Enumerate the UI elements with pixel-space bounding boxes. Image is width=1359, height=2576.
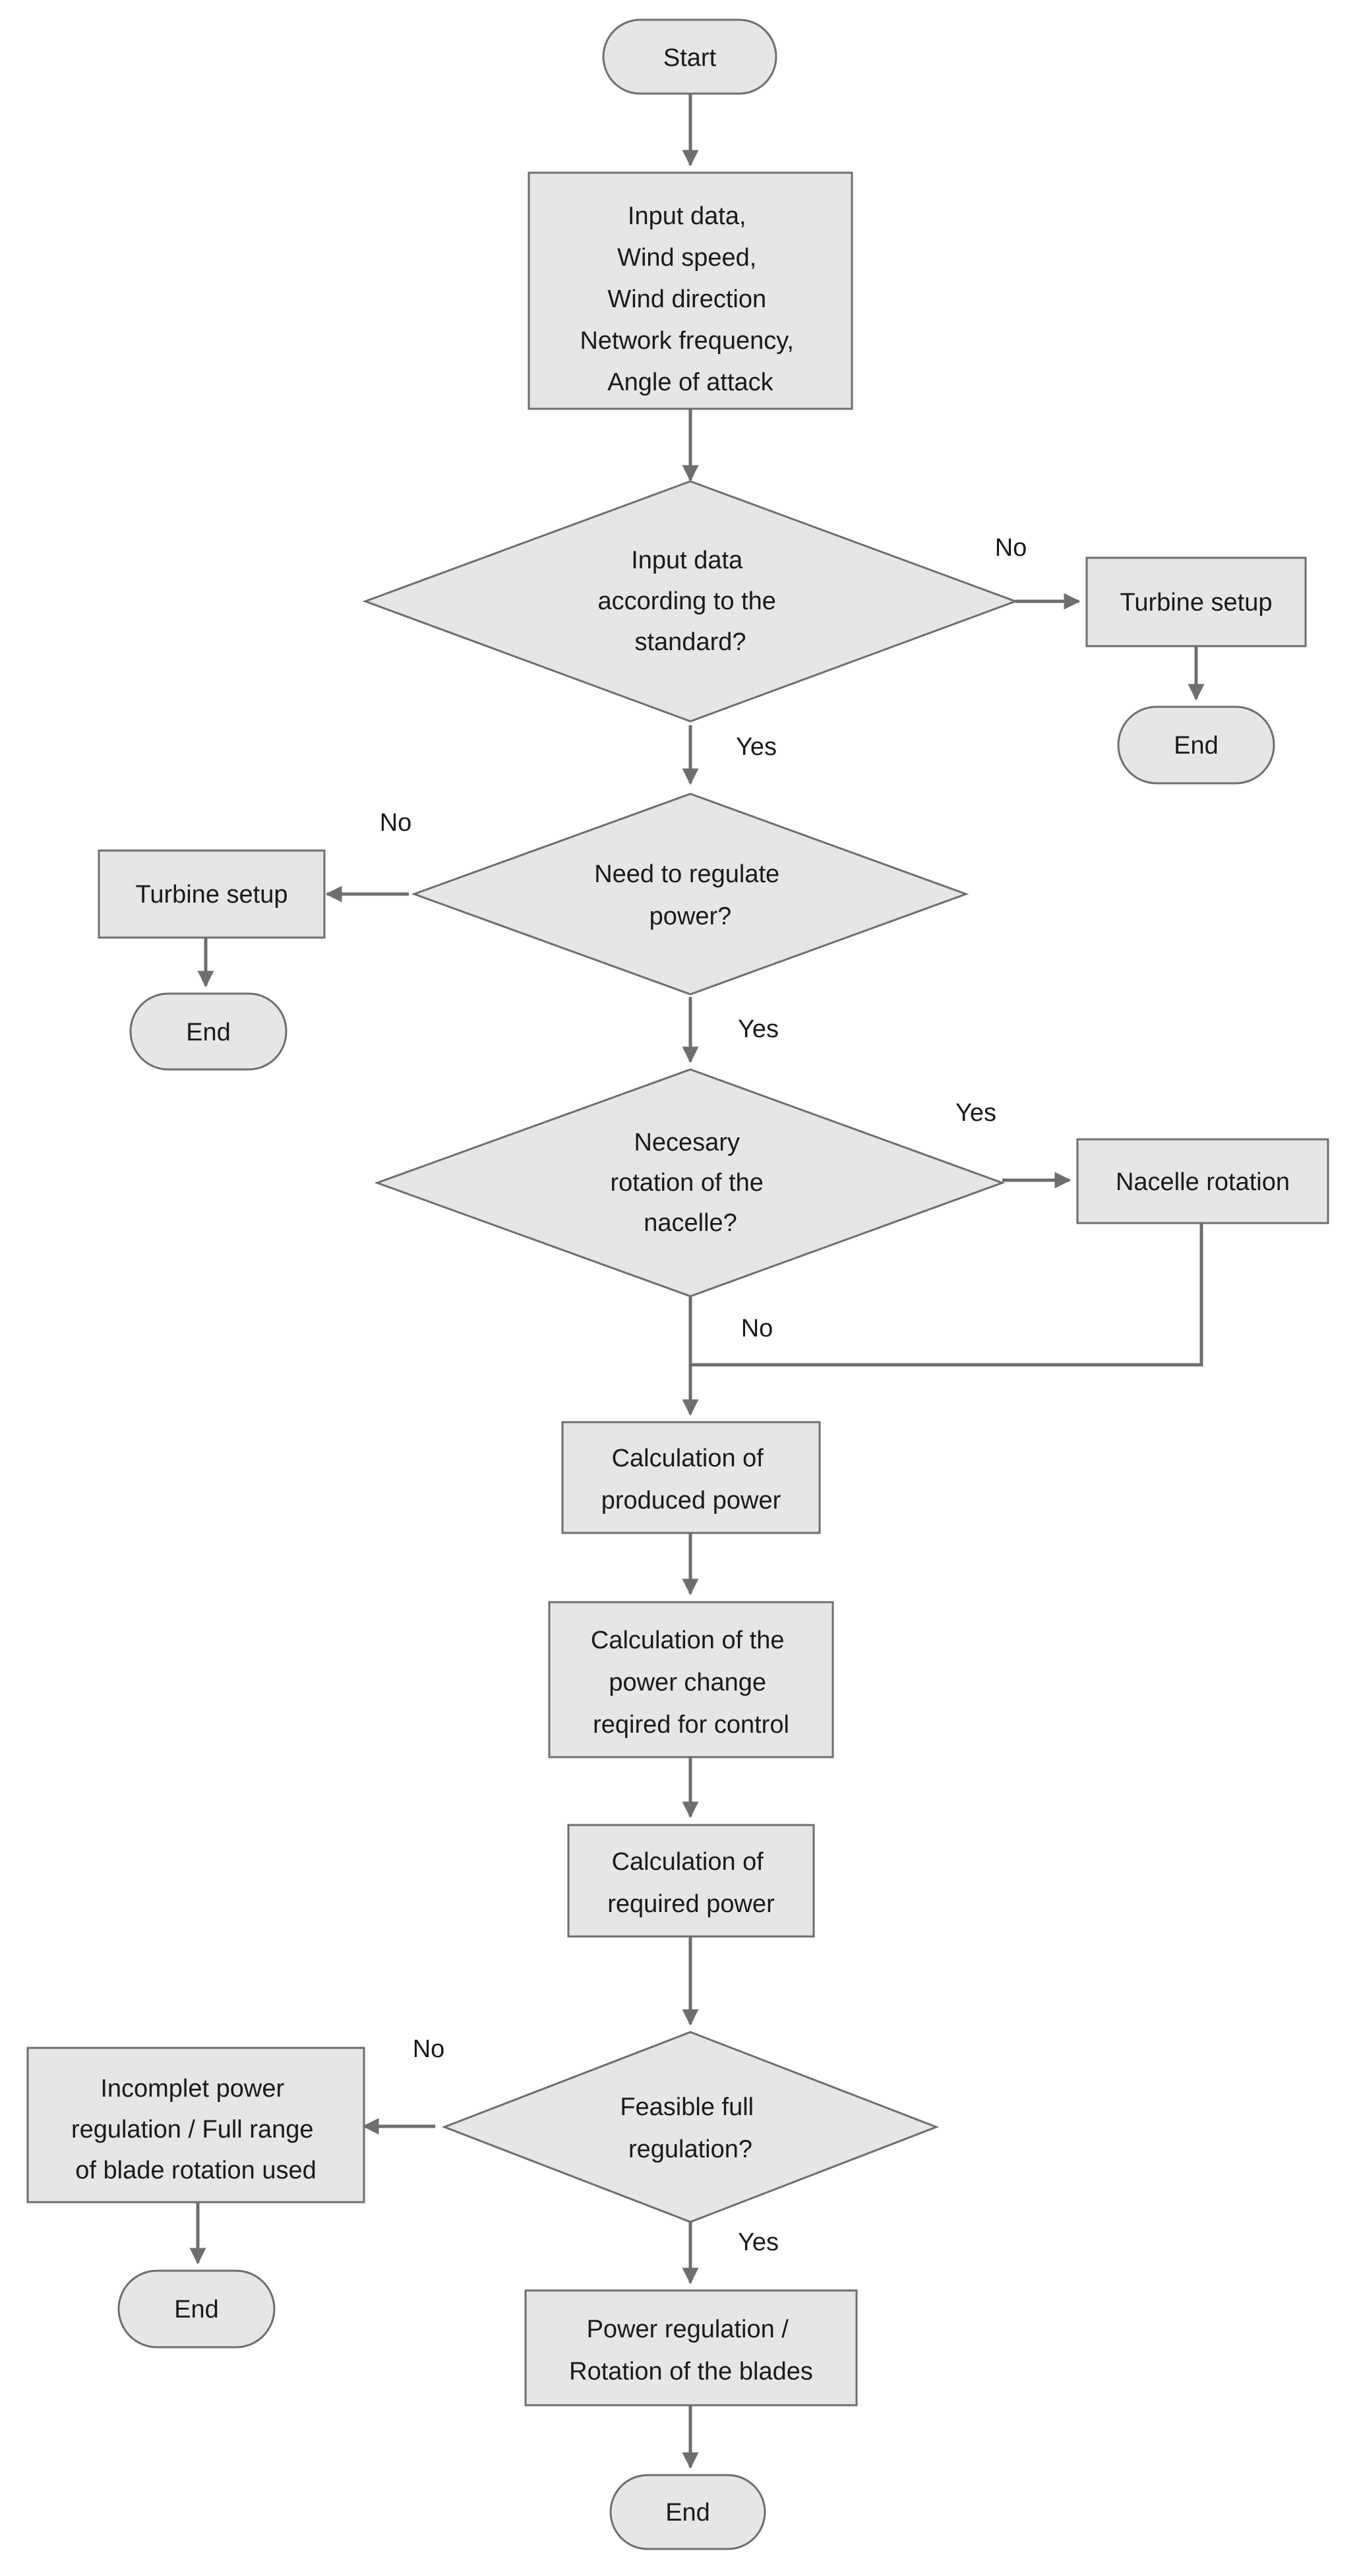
end-2-label-line: End <box>186 1019 231 1046</box>
label-nacelle-yes: Yes <box>955 1099 996 1127</box>
power-regulation-label-line: Rotation of the blades <box>569 2358 813 2385</box>
start-label: Start <box>663 44 717 72</box>
calc-produced-label-line: produced power <box>601 1487 781 1514</box>
input-data-label-line: Input data, <box>628 202 746 230</box>
incomplete-regulation-label-line: regulation / Full range <box>71 2116 314 2143</box>
check-standard-decision <box>362 480 1019 723</box>
calc-change-label-line: power change <box>609 1669 766 1696</box>
label-standard-yes: Yes <box>736 733 777 761</box>
nacelle-rotation-box <box>1076 1138 1329 1224</box>
nacelle-check-label: Necesary rotation of the nacelle? <box>611 1129 771 1237</box>
regulate-power-label: Need to regulate power? <box>594 860 787 930</box>
node-labels: Start Input data, Wind speed, Wind direc… <box>71 44 1290 2527</box>
calc-produced-box <box>561 1421 821 1534</box>
end-1-label-line: End <box>1174 732 1219 760</box>
regulate-power-label-line: power? <box>649 903 732 930</box>
arrow-nacelle-rotation-return <box>690 1223 1203 1367</box>
turbine-setup-1-label-line: Turbine setup <box>1120 589 1273 616</box>
end-4-label-line: End <box>665 2499 710 2527</box>
incomplete-regulation-label: Incomplet power regulation / Full range … <box>71 2075 320 2184</box>
turbine-setup-box-1 <box>1085 556 1307 647</box>
turbine-setup-2-label-line: Turbine setup <box>136 881 288 909</box>
edge-labels: No Yes No Yes Yes No No Yes <box>380 534 1027 2256</box>
calc-change-box <box>548 1601 834 1758</box>
end-terminal-2 <box>129 992 287 1071</box>
power-regulation-label-line: Power regulation / <box>587 2316 789 2343</box>
calc-change-label-line: reqired for control <box>593 1711 789 1739</box>
input-data-label-line: Network frequency, <box>580 327 794 355</box>
input-data-label-line: Angle of attack <box>607 369 773 396</box>
check-standard-label-line: according to the <box>598 587 776 615</box>
nacelle-check-decision <box>374 1068 1006 1298</box>
end-4-label: End <box>665 2499 710 2527</box>
regulate-power-decision <box>411 793 969 996</box>
incomplete-regulation-label-line: Incomplet power <box>100 2075 284 2103</box>
end-2-label: End <box>186 1019 231 1046</box>
feasible-label-line: Feasible full <box>620 2093 754 2121</box>
feasible-label: Feasible full regulation? <box>620 2093 760 2163</box>
feasible-label-line: regulation? <box>628 2136 752 2163</box>
calc-required-label: Calculation of required power <box>607 1848 775 1918</box>
end-terminal-4 <box>609 2474 766 2550</box>
label-regulate-no: No <box>380 809 412 837</box>
regulate-power-label-line: Need to regulate <box>594 860 779 888</box>
start-terminal <box>602 18 777 95</box>
nodes <box>26 18 1329 2550</box>
start-label-line: Start <box>663 44 717 72</box>
calc-required-label-line: Calculation of <box>612 1848 764 1876</box>
calc-produced-label-line: Calculation of <box>612 1445 764 1472</box>
label-feasible-yes: Yes <box>738 2229 779 2256</box>
input-data-label: Input data, Wind speed, Wind direction N… <box>580 202 800 396</box>
check-standard-label-line: Input data <box>631 547 743 574</box>
end-3-label-line: End <box>174 2296 219 2323</box>
power-regulation-label: Power regulation / Rotation of the blade… <box>569 2316 813 2385</box>
end-terminal-3 <box>117 2269 276 2349</box>
check-standard-label-line: standard? <box>634 628 746 656</box>
nacelle-rotation-label: Nacelle rotation <box>1116 1168 1290 1196</box>
label-nacelle-no: No <box>741 1315 773 1342</box>
input-data-label-line: Wind speed, <box>617 244 756 272</box>
label-standard-no: No <box>995 534 1027 562</box>
label-regulate-yes: Yes <box>738 1015 779 1043</box>
turbine-setup-2-label: Turbine setup <box>136 881 288 909</box>
connectors <box>189 94 1205 2469</box>
input-data-box <box>528 171 853 410</box>
nacelle-check-label-line: Necesary <box>634 1129 740 1156</box>
label-feasible-no: No <box>413 2035 445 2063</box>
calc-required-box <box>567 1824 815 1938</box>
nacelle-rotation-label-line: Nacelle rotation <box>1116 1168 1290 1196</box>
calc-change-label-line: Calculation of the <box>591 1627 785 1654</box>
calc-produced-label: Calculation of produced power <box>601 1445 781 1514</box>
nacelle-check-label-line: nacelle? <box>644 1209 737 1237</box>
calc-change-label: Calculation of the power change reqired … <box>591 1627 791 1739</box>
turbine-setup-box-2 <box>98 849 326 939</box>
turbine-setup-1-label: Turbine setup <box>1120 589 1273 616</box>
calc-required-label-line: required power <box>607 1890 775 1918</box>
end-3-label: End <box>174 2296 219 2323</box>
check-standard-label: Input data according to the standard? <box>598 547 783 656</box>
incomplete-regulation-box <box>26 2047 365 2203</box>
power-regulation-box <box>524 2289 858 2407</box>
incomplete-regulation-label-line: of blade rotation used <box>75 2157 317 2184</box>
end-1-label: End <box>1174 732 1219 760</box>
end-terminal-1 <box>1117 705 1275 785</box>
nacelle-check-label-line: rotation of the <box>611 1169 764 1197</box>
input-data-label-line: Wind direction <box>607 285 766 313</box>
feasible-decision <box>441 2031 940 2223</box>
